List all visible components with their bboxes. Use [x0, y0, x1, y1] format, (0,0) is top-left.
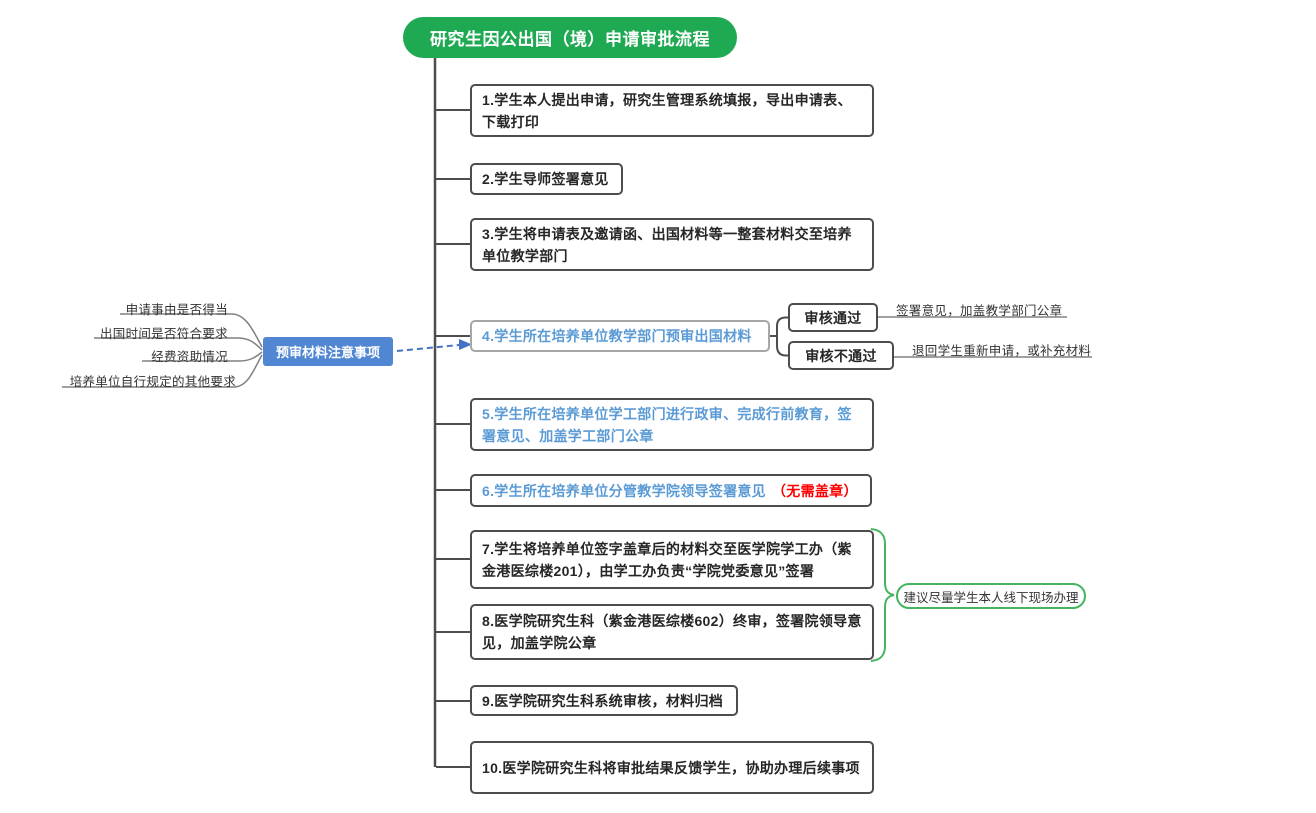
no-seal-warning: （无需盖章） — [771, 482, 858, 499]
step-node-7[interactable]: 7.学生将培养单位签字盖章后的材料交至医学院学工办（紫金港医综楼201），由学工… — [470, 530, 874, 589]
precheck-arrowhead-icon — [459, 339, 472, 350]
precheck-node[interactable]: 预审材料注意事项 — [263, 337, 393, 366]
step-node-2[interactable]: 2.学生导师签署意见 — [470, 163, 623, 195]
step-node-10[interactable]: 10.医学院研究生科将审批结果反馈学生，协助办理后续事项 — [470, 741, 874, 794]
offline-advice-node[interactable]: 建议尽量学生本人线下现场办理 — [896, 583, 1086, 609]
root-title-node[interactable]: 研究生因公出国（境）申请审批流程 — [403, 17, 737, 58]
step-text: 5.学生所在培养单位学工部门进行政审、完成行前教育，签署意见、加盖学工部门公章 — [482, 405, 852, 444]
step-node-1[interactable]: 1.学生本人提出申请，研究生管理系统填报，导出申请表、下载打印 — [470, 84, 874, 137]
review-fork-connector — [770, 316, 788, 357]
review-fail-node[interactable]: 审核不通过 — [788, 341, 894, 370]
step-text: 3.学生将申请表及邀请函、出国材料等一整套材料交至培养单位教学部门 — [482, 225, 852, 264]
offline-bracket — [870, 528, 895, 662]
step-node-3[interactable]: 3.学生将申请表及邀请函、出国材料等一整套材料交至培养单位教学部门 — [470, 218, 874, 271]
step-text: 1.学生本人提出申请，研究生管理系统填报，导出申请表、下载打印 — [482, 91, 852, 130]
step-node-4[interactable]: 4.学生所在培养单位教学部门预审出国材料 — [470, 320, 770, 352]
step-text: 2.学生导师签署意见 — [482, 171, 609, 187]
step-node-8[interactable]: 8.医学院研究生科（紫金港医综楼602）终审，签署院领导意见，加盖学院公章 — [470, 604, 874, 660]
review-pass-note[interactable]: 签署意见，加盖教学部门公章 — [896, 304, 1063, 318]
precheck-item-1[interactable]: 申请事由是否得当 — [125, 303, 228, 317]
step-node-9[interactable]: 9.医学院研究生科系统审核，材料归档 — [470, 685, 738, 716]
step-node-5[interactable]: 5.学生所在培养单位学工部门进行政审、完成行前教育，签署意见、加盖学工部门公章 — [470, 398, 874, 451]
step-text: 4.学生所在培养单位教学部门预审出国材料 — [482, 328, 752, 344]
precheck-item-connectors — [62, 313, 263, 388]
step-text: 8.医学院研究生科（紫金港医综楼602）终审，签署院领导意见，加盖学院公章 — [482, 613, 862, 651]
step-text: 7.学生将培养单位签字盖章后的材料交至医学院学工办（紫金港医综楼201），由学工… — [482, 540, 852, 579]
precheck-item-4[interactable]: 培养单位自行规定的其他要求 — [69, 375, 236, 389]
precheck-item-2[interactable]: 出国时间是否符合要求 — [99, 327, 228, 341]
precheck-arrow-line — [396, 344, 460, 352]
step-text: 9.医学院研究生科系统审核，材料归档 — [482, 692, 724, 709]
review-pass-node[interactable]: 审核通过 — [788, 303, 878, 332]
review-fail-note[interactable]: 退回学生重新申请，或补充材料 — [912, 344, 1092, 358]
step-text: 6.学生所在培养单位分管教学院领导签署意见 — [482, 482, 766, 499]
step-node-6[interactable]: 6.学生所在培养单位分管教学院领导签署意见 （无需盖章） — [470, 474, 872, 507]
step-text: 10.医学院研究生科将审批结果反馈学生，协助办理后续事项 — [482, 759, 860, 776]
precheck-item-3[interactable]: 经费资助情况 — [151, 350, 228, 364]
step-connectors — [436, 109, 470, 768]
